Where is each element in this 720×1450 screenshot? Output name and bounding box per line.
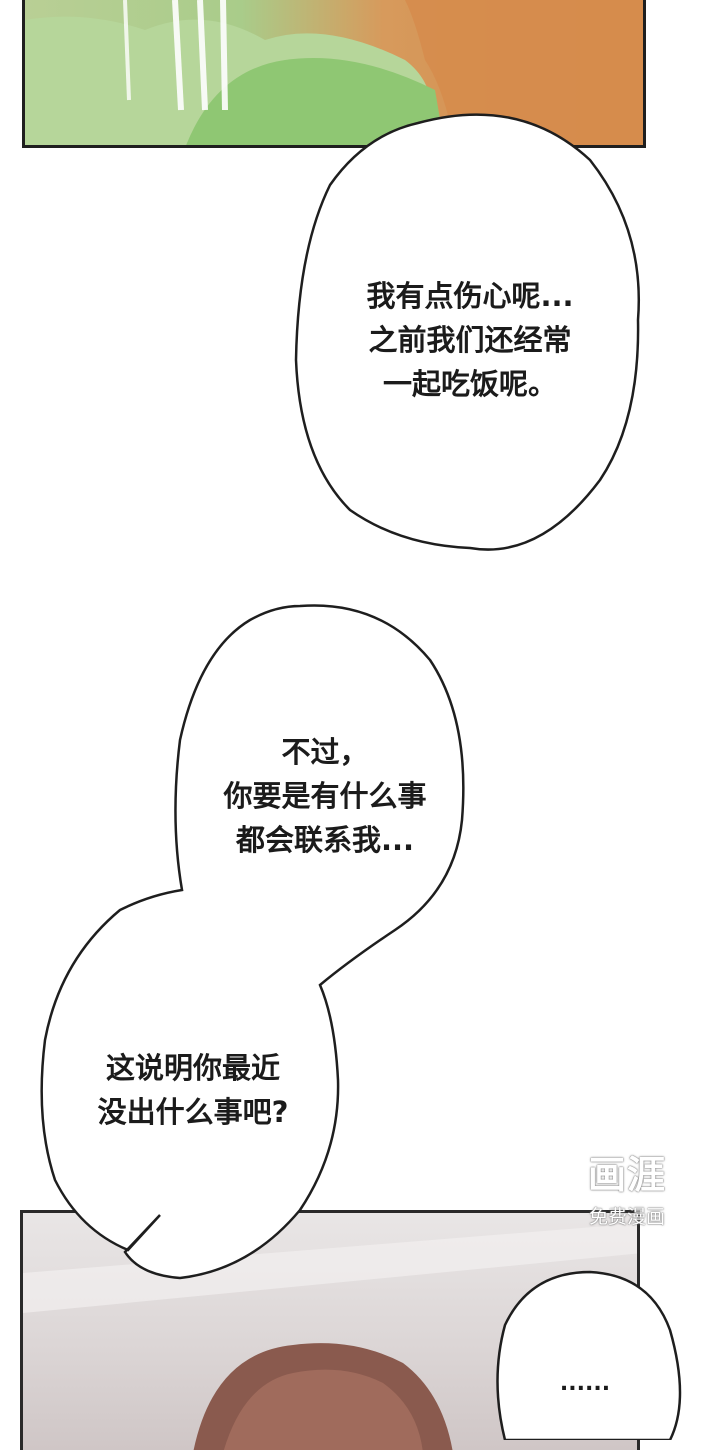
character-panel bbox=[20, 1210, 640, 1450]
speech-text-4: ...... bbox=[559, 1371, 611, 1396]
watermark: 画涯 免费漫画 bbox=[562, 1146, 692, 1246]
fork-icon bbox=[172, 0, 228, 111]
speech-text-3: 这说明你最近 没出什么事吧? bbox=[97, 1051, 289, 1129]
watermark-subtitle: 免费漫画 bbox=[588, 1206, 665, 1228]
speech-text-1: 我有点伤心呢... 之前我们还经常 一起吃饭呢。 bbox=[366, 279, 574, 401]
food-illustration bbox=[25, 0, 643, 145]
character-illustration bbox=[23, 1223, 637, 1450]
watermark-logo: 画涯 bbox=[587, 1153, 666, 1197]
food-panel bbox=[22, 0, 646, 148]
speech-bubble-2 bbox=[40, 604, 465, 1280]
speech-text-2: 不过， 你要是有什么事 都会联系我... bbox=[223, 735, 427, 857]
